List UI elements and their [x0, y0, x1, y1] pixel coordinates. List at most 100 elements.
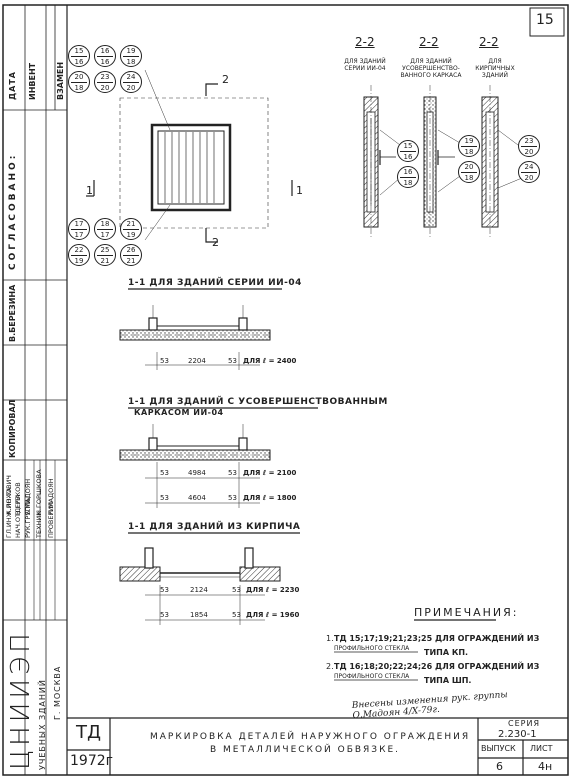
dim-right: 53	[228, 469, 237, 477]
drawing-title-line1: МАРКИРОВКА ДЕТАЛЕЙ НАРУЖНОГО ОГРАЖДЕНИЯ	[150, 732, 471, 742]
marker-detail: 20	[100, 84, 110, 92]
marker-number: 24	[123, 72, 139, 83]
marker-detail: 17	[100, 231, 110, 239]
marker-detail: 19	[126, 231, 136, 239]
dim-right: 53	[228, 357, 237, 365]
dim-mid: 2204	[188, 357, 206, 365]
note-number: 1.	[326, 634, 334, 643]
marker-detail: 18	[464, 148, 474, 156]
marker-number: 15	[400, 141, 416, 152]
cut-label-2-bottom: 2	[212, 236, 219, 249]
staff-name: Л.МАДОЯН	[47, 478, 55, 515]
sheet-number: 15	[536, 12, 554, 28]
dim-right: 53	[232, 611, 241, 619]
note-number: 2.	[326, 662, 334, 671]
marker-detail: 20	[126, 84, 136, 92]
dim-note: ДЛЯ ℓ = 2100	[243, 469, 297, 477]
marker-number: 16	[97, 46, 113, 57]
section-2-2-series	[363, 85, 401, 237]
dim-right: 53	[228, 494, 237, 502]
stamp-replaces-label: ВЗАМЕН	[56, 61, 65, 100]
dim-mid: 2124	[190, 586, 208, 594]
dim-left: 53	[160, 586, 169, 594]
note-text: ТД 16;18;20;22;24;26 ДЛЯ ОГРАЖДЕНИЙ ИЗ	[334, 662, 540, 671]
marker-detail: 16	[100, 58, 110, 66]
stamp-copied-label: КОПИРОВАЛ	[8, 399, 17, 458]
marker-detail: 17	[74, 231, 84, 239]
section-1-1-title: 1-1 ДЛЯ ЗДАНИЙ СЕРИИ ИИ-04	[128, 278, 302, 288]
marker-detail: 20	[524, 174, 534, 182]
dim-note: ДЛЯ ℓ = 2400	[243, 357, 297, 365]
dim-mid: 4984	[188, 469, 206, 477]
marker-number: 20	[461, 162, 477, 173]
dim-left: 53	[160, 494, 169, 502]
sheet-label: ЛИСТ	[530, 744, 553, 753]
org-subtitle: УЧЕБНЫХ ЗДАНИЙ	[38, 679, 47, 770]
stamp-agreed-label: СОГЛАСОВАНО:	[8, 152, 18, 270]
section-1-1-subtitle: КАРКАСОМ ИИ-04	[134, 408, 224, 417]
series-label: СЕРИЯ	[508, 719, 541, 728]
td-label: ТД	[76, 722, 102, 743]
issue-label: ВЫПУСК	[481, 744, 516, 753]
marker-number: 21	[123, 219, 139, 230]
staff-name: А.ЛОХОВИЧ	[5, 475, 13, 515]
cut-label-1-left: 1	[86, 184, 93, 197]
dim-left: 53	[160, 611, 169, 619]
marker-detail: 20	[524, 148, 534, 156]
sheet-value: 4н	[538, 760, 553, 773]
stamp-signature-name: В.БЕРЕЗИНА	[8, 284, 17, 342]
stamp-inventory-label: ИНВЕНТ	[28, 62, 37, 100]
section-caption: ДЛЯ ЗДАНИЙ СЕРИИ ИИ-04	[344, 58, 386, 72]
marker-number: 18	[97, 219, 113, 230]
plan-view	[86, 69, 293, 243]
note-text: ТИПА ШП.	[424, 676, 472, 685]
marker-number: 26	[123, 245, 139, 256]
marker-number: 17	[71, 219, 87, 230]
dim-mid: 1854	[190, 611, 208, 619]
notes-heading: ПРИМЕЧАНИЯ:	[414, 606, 519, 619]
section-caption: ДЛЯ КИРПИЧНЫХ ЗДАНИЙ	[475, 58, 515, 79]
dim-note: ДЛЯ ℓ = 1800	[243, 494, 297, 502]
note-text: ПРОФИЛЬНОГО СТЕКЛА	[334, 673, 410, 680]
marker-detail: 18	[464, 174, 474, 182]
note-text: ТИПА КП.	[424, 648, 469, 657]
marker-detail: 18	[74, 84, 84, 92]
marker-number: 15	[71, 46, 87, 57]
dim-left: 53	[160, 357, 169, 365]
marker-detail: 16	[403, 153, 413, 161]
dim-note: ДЛЯ ℓ = 1960	[246, 611, 300, 619]
marker-detail: 21	[100, 257, 110, 265]
issue-value: 6	[496, 760, 503, 773]
note-text: ПРОФИЛЬНОГО СТЕКЛА	[334, 645, 410, 652]
org-logo-text: ЦНИИЭП	[6, 629, 36, 770]
staff-role: ТЕХНИК	[35, 511, 43, 538]
cut-label-2-top: 2	[222, 73, 229, 86]
section-1-1-title: 1-1 ДЛЯ ЗДАНИЙ С УСОВЕРШЕНСТВОВАННЫМ	[128, 397, 388, 407]
marker-detail: 18	[126, 58, 136, 66]
marker-detail: 21	[126, 257, 136, 265]
marker-number: 16	[400, 167, 416, 178]
marker-detail: 18	[403, 179, 413, 187]
marker-number: 22	[71, 245, 87, 256]
year-label: 1972г	[70, 753, 113, 769]
sheet-frame	[2, 4, 569, 776]
cut-label-1-right: 1	[296, 184, 303, 197]
note-text: ТД 15;17;19;21;23;25 ДЛЯ ОГРАЖДЕНИЙ ИЗ	[334, 634, 540, 643]
marker-detail: 19	[74, 257, 84, 265]
dim-note: ДЛЯ ℓ = 2230	[246, 586, 300, 594]
marker-number: 19	[461, 136, 477, 147]
section-2-2-improved	[423, 85, 461, 237]
